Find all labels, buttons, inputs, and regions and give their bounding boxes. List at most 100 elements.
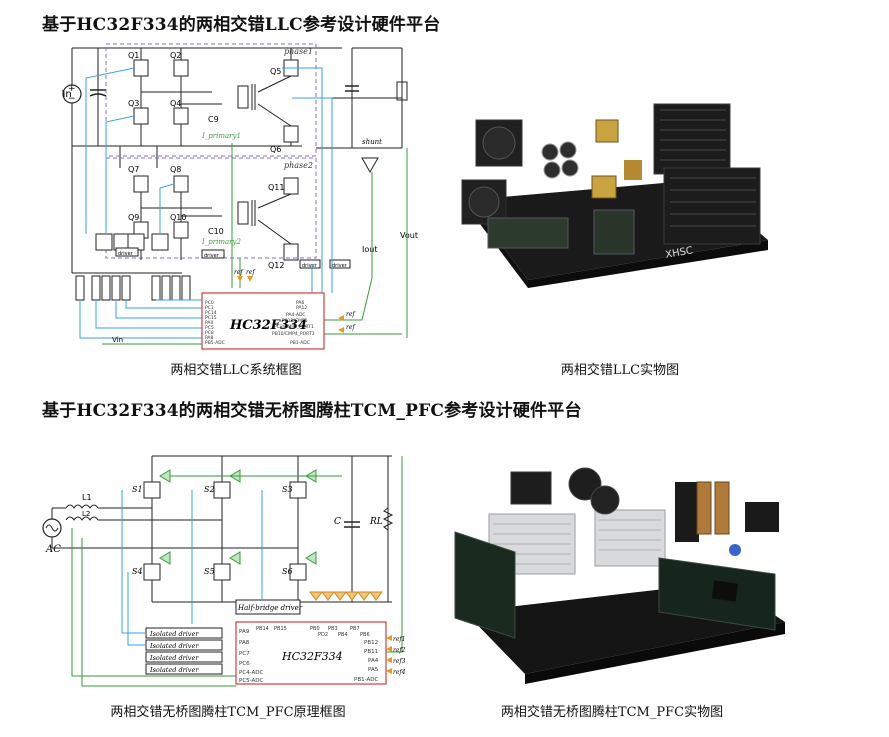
- svg-text:PB6: PB6: [360, 632, 370, 638]
- q9-label: Q9: [128, 213, 139, 222]
- phase1-label: phase1: [284, 47, 313, 56]
- svg-text:PC5-ADC: PC5-ADC: [239, 678, 264, 684]
- i-primary1-label: I_primary1: [201, 132, 241, 140]
- output-stage: [316, 47, 408, 174]
- svg-text:−: −: [68, 94, 76, 104]
- svg-text:PC6: PC6: [239, 661, 250, 667]
- pfc-switches: [143, 481, 307, 581]
- svg-text:PB11: PB11: [364, 649, 378, 655]
- shunt-label: shunt: [362, 138, 382, 146]
- svg-text:PC4-ADC: PC4-ADC: [239, 670, 264, 676]
- svg-text:PB4: PB4: [338, 632, 348, 638]
- load-label: RL: [369, 517, 383, 527]
- isolated-driver-1: Isolated driver: [149, 630, 199, 638]
- svg-text:PA6: PA6: [296, 300, 305, 306]
- l2-label: L2: [82, 510, 90, 518]
- half-bridge-driver-box: [235, 599, 301, 615]
- c9-label: C9: [208, 115, 219, 124]
- q12-label: Q12: [268, 261, 284, 270]
- phase1-box: [105, 43, 317, 157]
- svg-text:PA8: PA8: [205, 335, 214, 341]
- driver-label-3: driver: [302, 263, 318, 269]
- driver-boxes: [95, 233, 351, 269]
- vin-label: Vin: [62, 89, 72, 100]
- pfc-ref-2: ref2: [393, 647, 406, 654]
- resistor-bank: [75, 275, 191, 301]
- svg-text:PB11/CMP1: PB11/CMP1: [282, 318, 308, 324]
- svg-text:PC7: PC7: [239, 651, 250, 657]
- svg-text:PB0: PB0: [310, 626, 320, 632]
- l1-label: L1: [82, 493, 92, 502]
- pfc-board-photo: [454, 467, 785, 684]
- s2-label: S2: [204, 485, 215, 494]
- q4-label: Q4: [170, 99, 181, 108]
- llc-block-diagram: + − Vin phase1 phase2 Q1 Q2 Q3 Q4 Q5 Q6 …: [62, 43, 418, 350]
- svg-text:+: +: [68, 84, 76, 94]
- svg-text:PC14: PC14: [205, 310, 217, 316]
- svg-text:PA8: PA8: [239, 640, 250, 646]
- svg-text:PB5-ADC: PB5-ADC: [205, 340, 225, 346]
- ref-label-1: ref: [234, 269, 244, 276]
- s1-label: S1: [132, 485, 143, 494]
- pfc-block-diagram: AC L1 L2 C RL S1 S2 S3 S4 S5 S6: [42, 455, 406, 687]
- phase2-label: phase2: [284, 161, 313, 170]
- pfc-ref-4: ref4: [393, 669, 406, 676]
- svg-text:PC1: PC1: [205, 305, 214, 311]
- vin-bottom-label: Vin: [112, 336, 123, 344]
- llc-diagram-caption: 两相交错LLC系统框图: [170, 363, 302, 378]
- vout-label: Vout: [400, 231, 418, 240]
- q8-label: Q8: [170, 165, 181, 174]
- signal-wiring: [79, 67, 402, 345]
- ref-label-2: ref: [246, 269, 256, 276]
- isolated-driver-3: Isolated driver: [149, 654, 199, 662]
- svg-text:PA9: PA9: [239, 629, 250, 635]
- svg-text:PA4-ADC: PA4-ADC: [286, 312, 306, 318]
- driver-label-2: driver: [204, 253, 220, 259]
- pfc-ref-arrows: [386, 635, 392, 674]
- pfc-ref-3: ref3: [393, 658, 406, 665]
- svg-text:PB1-ADC: PB1-ADC: [290, 340, 310, 346]
- driver-label-1: driver: [118, 251, 134, 257]
- q7-label: Q7: [128, 165, 139, 174]
- pfc-ref-1: ref1: [393, 636, 405, 643]
- q2-label: Q2: [170, 51, 181, 60]
- svg-text:PA4: PA4: [368, 658, 379, 664]
- svg-text:PD2: PD2: [318, 632, 328, 638]
- svg-text:PA12: PA12: [296, 305, 307, 311]
- pfc-chip-top-pins: PB14 PB15 PB0 PD2 PB3 PB4 PB7 PB6: [256, 626, 370, 638]
- llc-chip-label: HC32F334: [229, 318, 307, 333]
- svg-text:PB7: PB7: [350, 626, 360, 632]
- svg-text:PC0: PC0: [205, 300, 214, 306]
- sense-comparators: [309, 591, 383, 601]
- pfc-chip-left-pins: PA9 PA8 PC7 PC6 PC4-ADC PC5-ADC: [239, 629, 264, 684]
- ref-arrows: [237, 276, 344, 333]
- cap-label: C: [334, 517, 341, 527]
- s4-label: S4: [132, 567, 143, 576]
- llc-chip-left-pins: PC0 PC1 PC14 PC15 PA0 PC5 PC8 PA8 PB5-AD…: [205, 300, 225, 346]
- svg-text:PC3/CMP2_PORT1: PC3/CMP2_PORT1: [274, 324, 314, 330]
- q5-label: Q5: [270, 67, 281, 76]
- isolated-driver-2: Isolated driver: [149, 642, 199, 650]
- svg-text:PB12: PB12: [364, 640, 378, 646]
- pfc-mcu-chip: [235, 621, 387, 685]
- pfc-photo-caption: 两相交错无桥图腾柱TCM_PFC实物图: [500, 705, 724, 720]
- svg-text:PB10/CMP4_PORT3: PB10/CMP4_PORT3: [272, 331, 315, 337]
- phase2-switches: [133, 175, 299, 261]
- svg-text:PB1-ADC: PB1-ADC: [354, 677, 378, 683]
- section1-title: 基于HC32F334的两相交错LLC参考设计硬件平台: [42, 15, 441, 35]
- svg-text:PA0: PA0: [205, 320, 214, 326]
- llc-mcu-chip: [201, 292, 325, 350]
- q6-label: Q6: [270, 145, 281, 154]
- q10-label: Q10: [170, 213, 186, 222]
- llc-photo-caption: 两相交错LLC实物图: [560, 363, 680, 378]
- pfc-diagram-caption: 两相交错无桥图腾柱TCM_PFC原理框图: [110, 705, 346, 720]
- llc-chip-right-pins: PA6 PA12 PA4-ADC PB11/CMP1 PC3/CMP2_PORT…: [272, 300, 315, 346]
- svg-text:PC5: PC5: [205, 325, 214, 331]
- pfc-signal-wiring: [71, 456, 403, 687]
- i-primary2-label: I_primary2: [201, 238, 241, 246]
- s5-label: S5: [204, 567, 215, 576]
- q11-label: Q11: [268, 183, 284, 192]
- isolated-driver-4: Isolated driver: [149, 666, 199, 674]
- half-bridge-driver-label: Half-bridge driver: [237, 604, 303, 612]
- inductors: [65, 504, 99, 521]
